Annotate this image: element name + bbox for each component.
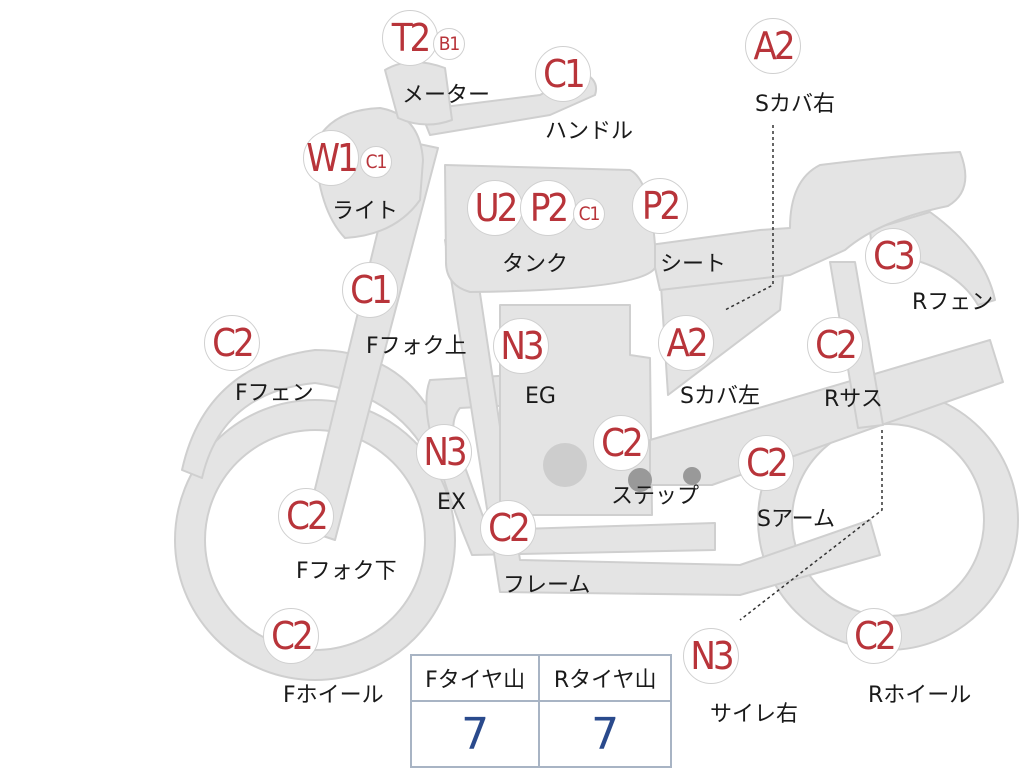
- tank-sub-grade-badge: C1: [573, 198, 605, 230]
- meter-grade-badge: T2: [382, 10, 438, 66]
- muffler-right-grade-badge: N3: [683, 628, 739, 684]
- muffler-right-label: サイレ右: [710, 702, 799, 727]
- step-grade-badge: C2: [593, 415, 649, 471]
- meter-sub-grade-badge: B1: [433, 28, 465, 60]
- rear-tire-header: Rタイヤ山: [538, 654, 672, 702]
- rear-wheel-label: Rホイール: [868, 683, 972, 708]
- front-fender-label: Fフェン: [235, 381, 314, 406]
- handle-label: ハンドル: [545, 119, 634, 144]
- side-cover-right-label: Sカバ右: [755, 92, 835, 117]
- engine-cover-shape: [543, 443, 587, 487]
- rear-suspension-label: Rサス: [824, 387, 883, 412]
- engine-grade-badge: N3: [493, 318, 549, 374]
- engine-label: EG: [525, 384, 556, 409]
- front-tire-value: 7: [409, 700, 541, 768]
- seat-grade-badge: P2: [632, 178, 688, 234]
- side-cover-left-grade-badge: A2: [658, 315, 714, 371]
- light-label: ライト: [332, 199, 399, 224]
- handle-grade-badge: C1: [535, 46, 591, 102]
- tank-grade-badge: U2: [467, 180, 523, 236]
- front-wheel-grade-badge: C2: [263, 608, 319, 664]
- front-fork-shape: [304, 139, 439, 541]
- seat-label: シート: [660, 252, 727, 277]
- step-peg-shape: [628, 468, 652, 492]
- front-wheel-label: Fホイール: [283, 683, 384, 708]
- front-tire-header: Fタイヤ山: [409, 654, 541, 702]
- meter-label: メーター: [402, 83, 491, 108]
- leader-line-muffler-right: [739, 430, 883, 621]
- rear-suspension-grade-badge: C2: [807, 317, 863, 373]
- frame-label: フレーム: [503, 573, 591, 598]
- front-fender-grade-badge: C2: [204, 315, 260, 371]
- step-peg-shape: [683, 467, 701, 485]
- seat-shape: [649, 151, 967, 291]
- light-sub-grade-badge: C1: [360, 146, 392, 178]
- front-fork-upper-grade-badge: C1: [342, 262, 398, 318]
- front-fork-lower-label: Fフォク下: [296, 559, 397, 584]
- exhaust-grade-badge: N3: [416, 424, 472, 480]
- rear-wheel-grade-badge: C2: [846, 608, 902, 664]
- tank-grade2-badge: P2: [520, 180, 576, 236]
- front-fork-lower-grade-badge: C2: [278, 488, 334, 544]
- exhaust-pipe-shape: [425, 374, 716, 556]
- exhaust-label: EX: [437, 490, 466, 515]
- rear-fender-label: Rフェン: [912, 290, 994, 315]
- swing-arm-grade-badge: C2: [738, 435, 794, 491]
- rear-tire-value: 7: [538, 700, 672, 768]
- front-wheel-shape: [174, 399, 456, 681]
- swing-arm-label: Sアーム: [757, 507, 835, 532]
- frame-shape: [444, 239, 881, 596]
- side-cover-left-label: Sカバ左: [680, 384, 760, 409]
- front-fork-upper-label: Fフォク上: [366, 334, 467, 359]
- frame-grade-badge: C2: [480, 500, 536, 556]
- light-grade-badge: W1: [303, 130, 359, 186]
- side-cover-right-grade-badge: A2: [745, 18, 801, 74]
- tank-label: タンク: [502, 252, 569, 277]
- step-label: ステップ: [611, 484, 700, 509]
- tire-tread-table: Fタイヤ山 Rタイヤ山 7 7: [409, 654, 672, 768]
- rear-fender-grade-badge: C3: [865, 228, 921, 284]
